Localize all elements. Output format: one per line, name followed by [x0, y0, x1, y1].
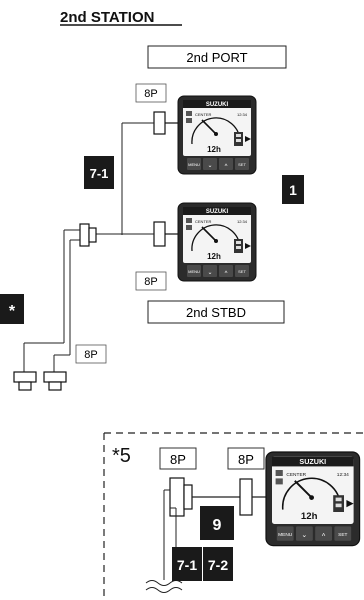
inset-frame — [103, 432, 364, 600]
badge-7-1: 7-1 — [90, 166, 109, 181]
badge-inset-7-1-bg — [172, 547, 202, 581]
inset-connector-label-left-box — [159, 447, 197, 470]
badge-7-2-bg — [203, 547, 233, 581]
badge-inset-7-1: 7-1 — [177, 557, 197, 573]
inset-gauge-up: ^ — [322, 531, 326, 540]
connector-bottom — [153, 221, 166, 247]
badge-1: 1 — [289, 182, 297, 198]
badge-1-bg — [282, 175, 304, 204]
port-gauge-menu: MENU — [188, 162, 200, 167]
port-label: 2nd PORT — [186, 50, 247, 65]
port-gauge-set: SET — [238, 162, 246, 167]
inset-connector-label-right: 8P — [238, 452, 254, 467]
connector-label-top: 8P — [144, 88, 157, 100]
inset-gauge-center: CENTER — [286, 472, 306, 478]
badge-star: * — [9, 303, 16, 320]
inset-gauge-menu: MENU — [278, 532, 293, 538]
harness-connector-left — [13, 371, 37, 391]
stbd-gauge-set: SET — [238, 269, 246, 274]
port-gauge-brand: SUZUKI — [206, 102, 229, 108]
stbd-label: 2nd STBD — [186, 305, 246, 320]
badge-7-1-bg — [84, 156, 114, 189]
inset-connector-left — [169, 477, 185, 517]
stbd-gauge-up: ^ — [225, 271, 228, 277]
inset-gauge: SUZUKI CENTER 12:34 12h MENU ⌄ ^ SET — [265, 451, 361, 547]
port-gauge-readout: 12h — [207, 145, 221, 154]
badge-7-2: 7-2 — [208, 557, 228, 573]
stbd-gauge-menu: MENU — [188, 269, 200, 274]
inset-gauge-set: SET — [338, 532, 347, 538]
inset-gauge-brand: SUZUKI — [299, 457, 326, 466]
junction-connector — [79, 223, 90, 247]
stbd-gauge-center: CENTER — [195, 219, 212, 224]
stbd-label-box — [147, 300, 285, 324]
port-gauge-time: 12:34 — [237, 112, 248, 117]
port-label-box — [147, 45, 287, 69]
stbd-gauge-down: ⌄ — [207, 270, 212, 276]
inset-connector-label-right-box — [227, 447, 265, 470]
port-gauge-center: CENTER — [195, 112, 212, 117]
connector-label-top-box — [135, 83, 167, 103]
stbd-gauge-readout: 12h — [207, 252, 221, 261]
port-gauge: SUZUKI CENTER 12:34 12h MENU ⌄ ^ SET — [177, 95, 257, 175]
connector-label-harness-box — [75, 344, 107, 364]
connector-label-stbd: 8P — [144, 276, 157, 288]
connector-label-stbd-box — [135, 271, 167, 291]
connector-label-harness: 8P — [84, 349, 97, 361]
inset-gauge-down: ⌄ — [301, 530, 307, 539]
badge-star-bg — [0, 294, 24, 324]
stbd-gauge: SUZUKI CENTER 12:34 12h MENU ⌄ ^ SET — [177, 202, 257, 282]
stbd-gauge-brand: SUZUKI — [206, 209, 229, 215]
port-gauge-up: ^ — [225, 164, 228, 170]
cable-break-mark — [145, 580, 183, 593]
inset-connector-right — [239, 478, 253, 516]
diagram-title: 2nd STATION — [60, 9, 154, 26]
inset-connector-label-left: 8P — [170, 452, 186, 467]
stbd-gauge-time: 12:34 — [237, 219, 248, 224]
harness-connector-right — [43, 371, 67, 391]
inset-gauge-readout: 12h — [301, 511, 318, 522]
inset-label: *5 — [112, 445, 131, 467]
connector-top — [153, 111, 166, 135]
port-gauge-down: ⌄ — [207, 163, 212, 169]
badge-9: 9 — [213, 517, 222, 534]
badge-9-bg — [200, 506, 234, 540]
inset-gauge-time: 12:34 — [337, 472, 349, 478]
